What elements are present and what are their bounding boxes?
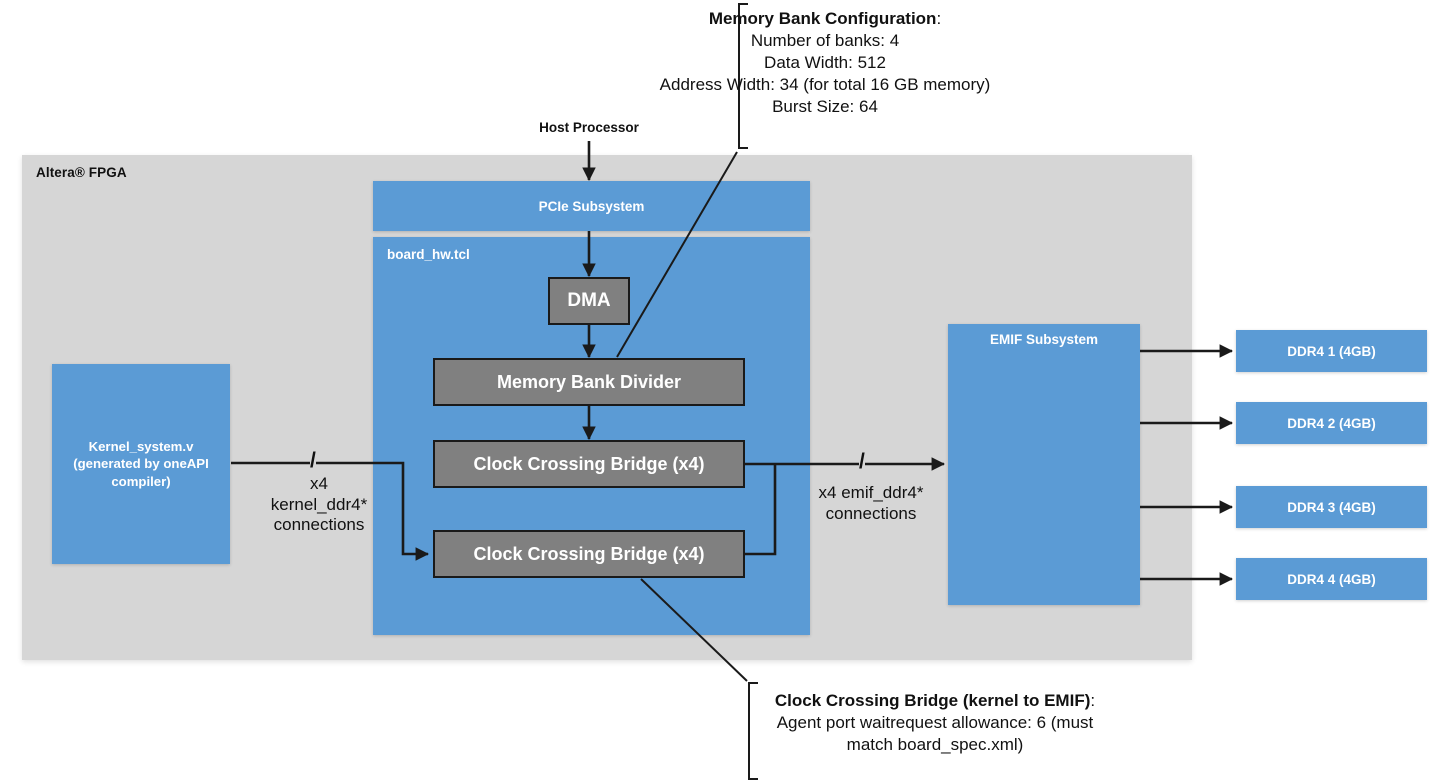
dma-label: DMA (567, 290, 611, 311)
emif-subsystem-label: EMIF Subsystem (989, 332, 1099, 347)
dma-block: DMA (548, 277, 630, 325)
ddr4-bank-4-label: DDR4 4 (4GB) (1287, 571, 1376, 587)
ddr4-bank-3: DDR4 3 (4GB) (1236, 486, 1427, 528)
callout-memory-bank-configuration-title-text: Memory Bank Configuration (708, 9, 937, 28)
callout-clock-crossing-bridge-title: Clock Crossing Bridge (kernel to EMIF): (685, 690, 1185, 712)
fpga-label: Altera® FPGA (36, 165, 127, 180)
callout-clock-crossing-bridge-line-1: Agent port waitrequest allowance: 6 (mus… (776, 713, 1094, 733)
callout-clock-crossing-bridge: Clock Crossing Bridge (kernel to EMIF): … (685, 690, 1185, 756)
callout-memory-bank-configuration-line-4: Burst Size: 64 (772, 97, 878, 117)
kernel-system-line-1: Kernel_system.v (88, 439, 194, 455)
clock-crossing-bridge-top-block: Clock Crossing Bridge (x4) (433, 440, 745, 488)
kernel-wire-line-2: kernel_ddr4* (270, 494, 368, 514)
kernel-system-block: Kernel_system.v (generated by oneAPI com… (52, 364, 230, 564)
emif-wire-line-2: connections (825, 503, 917, 523)
ddr4-bank-2-label: DDR4 2 (4GB) (1287, 415, 1376, 431)
callout-clock-crossing-bridge-line-2: match board_spec.xml) (846, 735, 1024, 755)
kernel-wire-label: x4 kernel_ddr4* connections (239, 474, 399, 536)
callout-memory-bank-configuration-title-suffix: : (936, 9, 942, 28)
emif-wire-slash: / (859, 450, 865, 473)
ddr4-bank-2: DDR4 2 (4GB) (1236, 402, 1427, 444)
callout-clock-crossing-bridge-title-text: Clock Crossing Bridge (kernel to EMIF) (774, 691, 1091, 710)
callout-clock-crossing-bridge-title-suffix: : (1090, 691, 1096, 710)
emif-subsystem-block: EMIF Subsystem (948, 324, 1140, 605)
ddr4-bank-3-label: DDR4 3 (4GB) (1287, 499, 1376, 515)
ddr4-bank-1-label: DDR4 1 (4GB) (1287, 343, 1376, 359)
emif-wire-line-1: x4 emif_ddr4* (818, 483, 924, 502)
kernel-wire-line-1: x4 (310, 474, 328, 493)
kernel-system-line-2: (generated by oneAPI (73, 456, 209, 472)
callout-memory-bank-configuration: Memory Bank Configuration: Number of ban… (545, 8, 1105, 118)
clock-crossing-bridge-bottom-label: Clock Crossing Bridge (x4) (473, 543, 705, 564)
host-processor-label: Host Processor (489, 120, 689, 135)
board-hw-tcl-label: board_hw.tcl (387, 247, 470, 262)
callout-memory-bank-configuration-title: Memory Bank Configuration: (545, 8, 1105, 30)
ddr4-bank-1: DDR4 1 (4GB) (1236, 330, 1427, 372)
clock-crossing-bridge-top-label: Clock Crossing Bridge (x4) (473, 453, 705, 474)
memory-bank-divider-block: Memory Bank Divider (433, 358, 745, 406)
kernel-system-line-3: compiler) (111, 473, 171, 489)
emif-wire-label: x4 emif_ddr4* connections (797, 483, 945, 524)
callout-memory-bank-configuration-line-2: Data Width: 512 (764, 53, 886, 73)
clock-crossing-bridge-bottom-block: Clock Crossing Bridge (x4) (433, 530, 745, 578)
host-processor-text: Host Processor (539, 120, 639, 135)
callout-memory-bank-configuration-line-3: Address Width: 34 (for total 16 GB memor… (659, 75, 991, 95)
pcie-subsystem-label: PCIe Subsystem (538, 198, 645, 214)
kernel-wire-slash: / (310, 449, 316, 472)
pcie-subsystem-block: PCIe Subsystem (373, 181, 810, 231)
callout-memory-bank-configuration-line-1: Number of banks: 4 (750, 31, 900, 51)
kernel-wire-line-3: connections (273, 515, 365, 535)
ddr4-bank-4: DDR4 4 (4GB) (1236, 558, 1427, 600)
memory-bank-divider-label: Memory Bank Divider (496, 371, 682, 392)
